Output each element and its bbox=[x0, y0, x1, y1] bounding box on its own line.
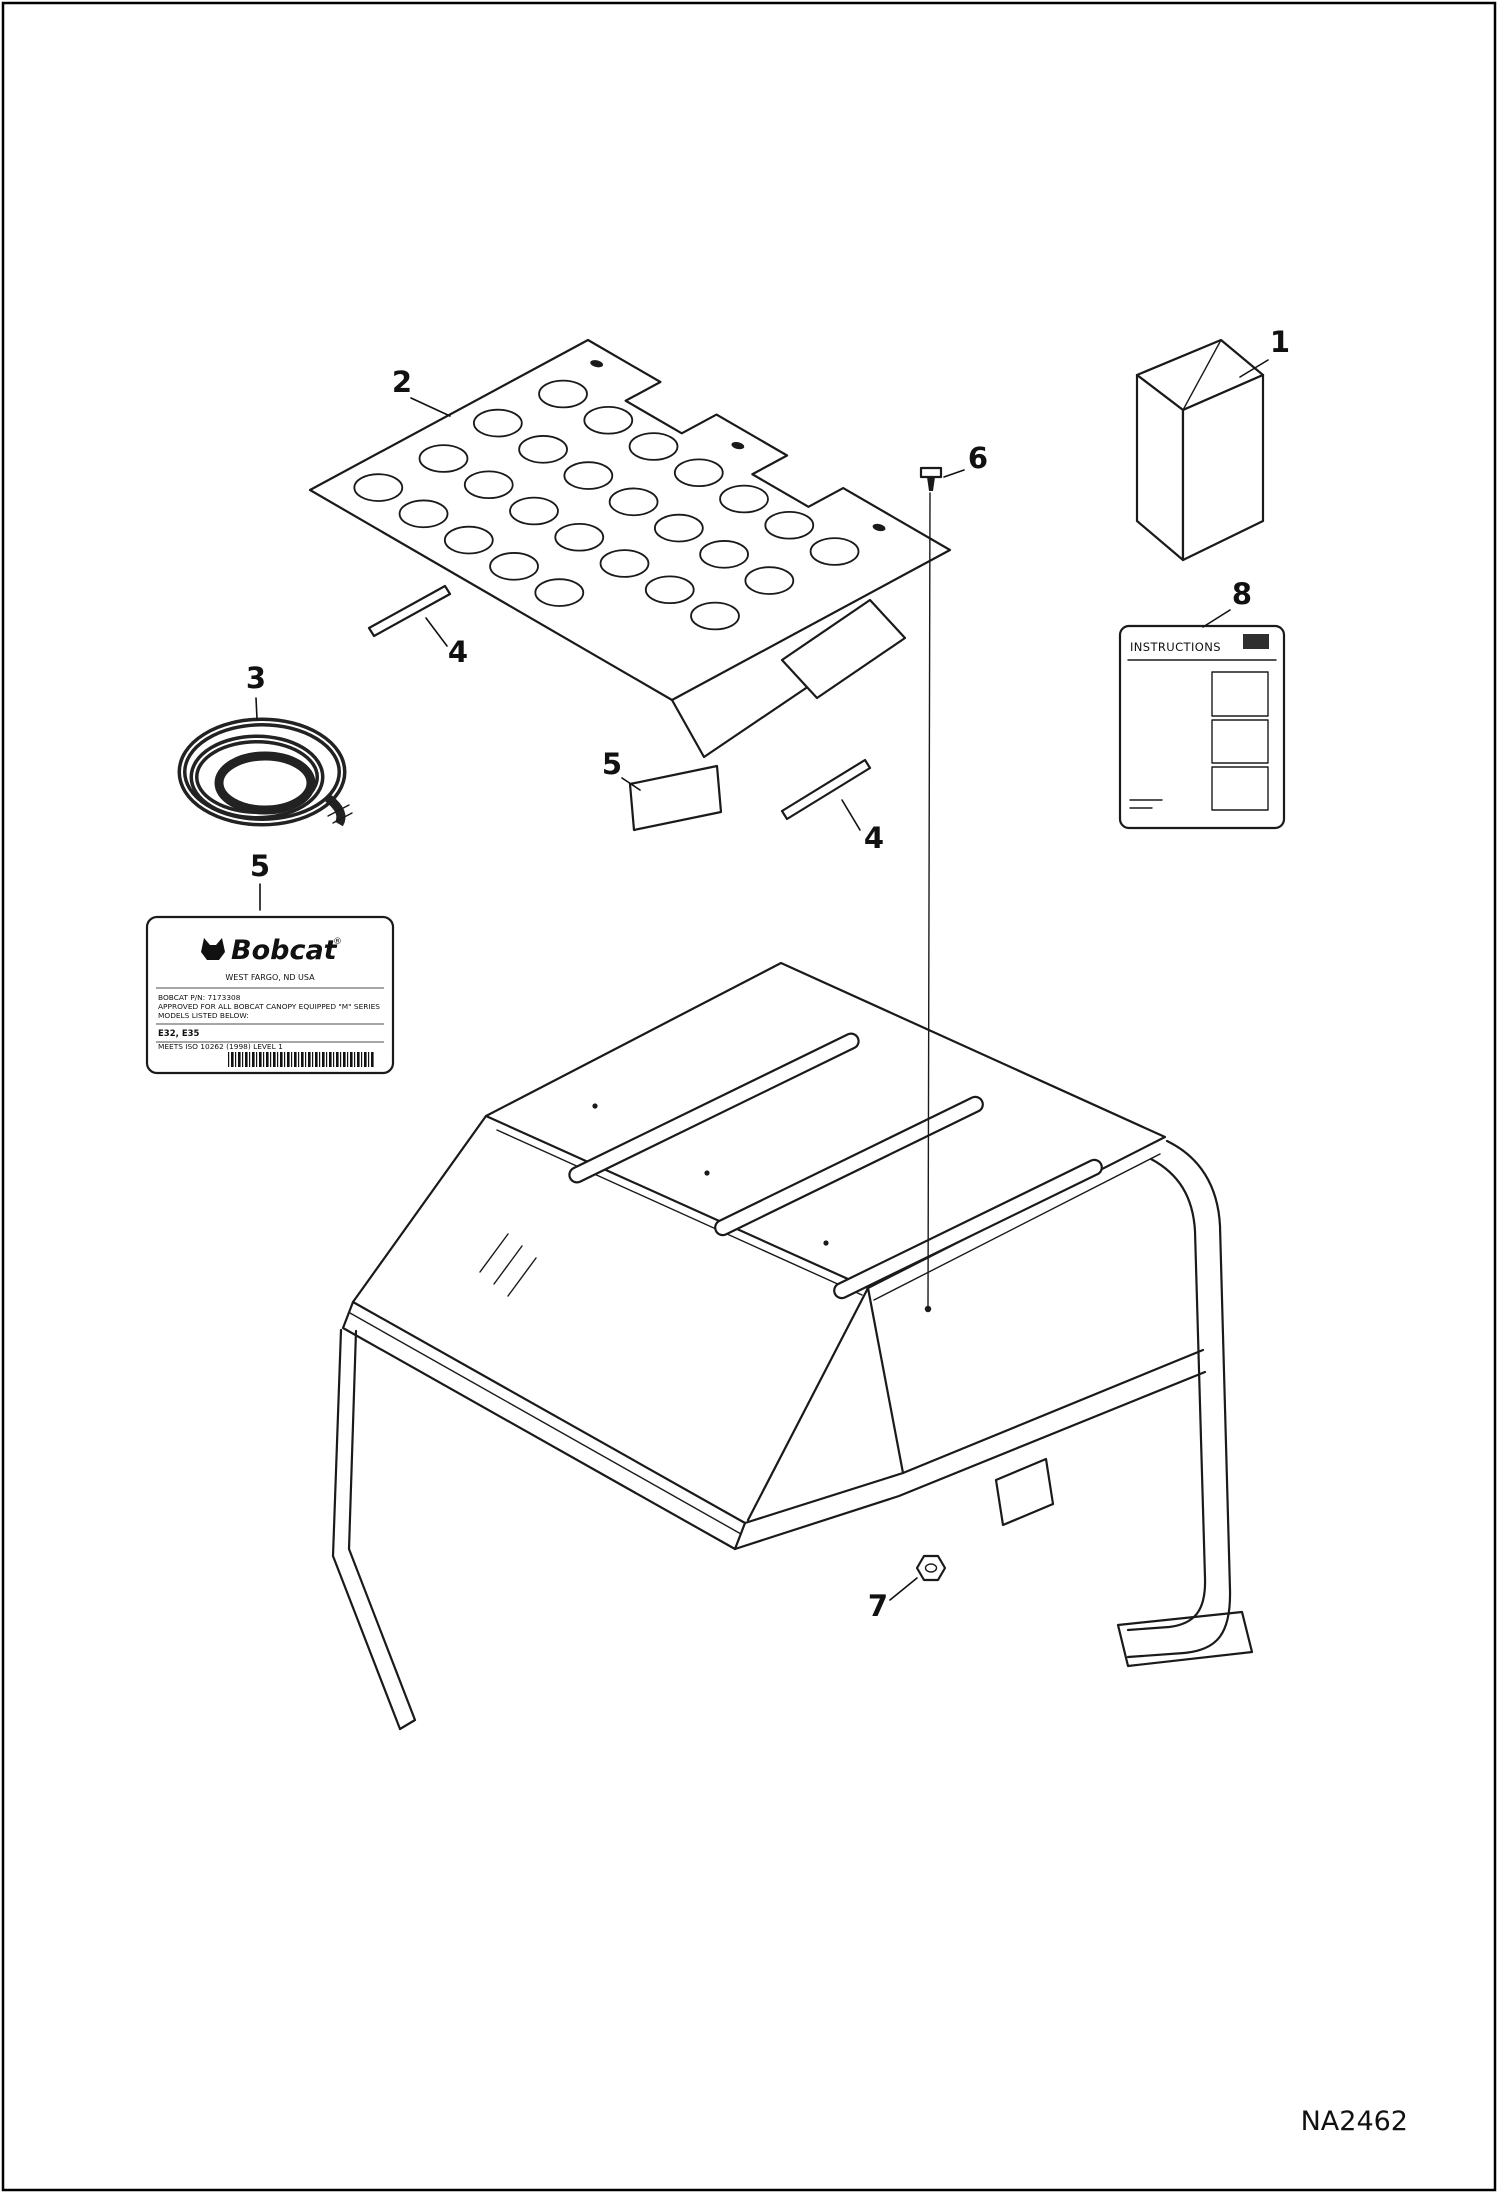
callout-4b: 4 bbox=[864, 821, 884, 855]
label-models: E32, E35 bbox=[158, 1029, 200, 1039]
callout-5b: 5 bbox=[250, 849, 270, 883]
leader-line bbox=[943, 469, 965, 478]
label-part-number: BOBCAT P/N: 7173308 bbox=[158, 993, 241, 1002]
callout-6: 6 bbox=[968, 441, 988, 475]
callout-7: 7 bbox=[868, 1589, 888, 1623]
certification-label-part: Bobcat ® WEST FARGO, ND USA BOBCAT P/N: … bbox=[145, 915, 395, 1075]
rail-bracket bbox=[994, 1457, 1055, 1527]
label-approved-2: MODELS LISTED BELOW: bbox=[158, 1011, 249, 1020]
callout-5a: 5 bbox=[602, 747, 622, 781]
label-address: WEST FARGO, ND USA bbox=[225, 973, 315, 982]
label-barcode bbox=[228, 1052, 374, 1067]
label-iso-line: MEETS ISO 10262 (1998) LEVEL 1 bbox=[158, 1042, 283, 1051]
seal-strip-part bbox=[780, 758, 872, 821]
roof-rib bbox=[568, 1032, 860, 1184]
leader-line bbox=[621, 777, 641, 791]
blank-decal-part bbox=[628, 764, 723, 832]
front-left-post bbox=[331, 1328, 417, 1731]
carton-box-part bbox=[1135, 338, 1265, 562]
callouts: 1 2 3 4 4 5 5 6 7 8 bbox=[246, 325, 1290, 1623]
callout-1: 1 bbox=[1270, 325, 1290, 359]
panel-screw-hole bbox=[590, 360, 604, 368]
panel-screw-hole bbox=[872, 523, 886, 532]
leader-line bbox=[410, 397, 451, 417]
instruction-sheet-part: INSTRUCTIONS bbox=[1118, 624, 1286, 830]
seal-coil-part bbox=[177, 717, 353, 827]
canopy-assembly bbox=[331, 961, 1254, 1731]
leader-line bbox=[255, 697, 258, 720]
roof-rib bbox=[833, 1158, 1103, 1300]
bolt-part bbox=[919, 466, 943, 1313]
callout-2: 2 bbox=[392, 365, 412, 399]
label-brand: Bobcat bbox=[231, 935, 338, 966]
roof-rib bbox=[714, 1095, 984, 1237]
leader-line bbox=[841, 799, 861, 831]
seal-strip-part bbox=[367, 584, 452, 638]
leader-line bbox=[889, 1577, 918, 1601]
callout-8: 8 bbox=[1232, 577, 1252, 611]
perforated-panel-part bbox=[310, 340, 950, 757]
label-registered-mark: ® bbox=[333, 937, 342, 947]
label-approved-1: APPROVED FOR ALL BOBCAT CANOPY EQUIPPED … bbox=[158, 1002, 380, 1011]
panel-flange bbox=[670, 598, 907, 759]
drawing-number: NA2462 bbox=[1301, 2106, 1408, 2137]
roof-mount-hole bbox=[704, 1170, 710, 1176]
bolt-centerline bbox=[927, 492, 931, 1307]
leader-line bbox=[1239, 359, 1269, 378]
windshield-right-edge bbox=[746, 1286, 870, 1522]
windshield-left-edge bbox=[351, 1114, 488, 1304]
leader-line bbox=[425, 617, 448, 647]
instruction-sheet-corner-box bbox=[1243, 634, 1269, 649]
roof-mount-hole bbox=[823, 1240, 829, 1246]
roof-mount-hole bbox=[592, 1103, 598, 1109]
canopy-roof bbox=[484, 961, 1167, 1290]
instruction-sheet-title: INSTRUCTIONS bbox=[1130, 640, 1221, 654]
front-crossmember bbox=[341, 1300, 747, 1551]
bobcat-head-icon bbox=[201, 938, 225, 960]
frame-foot-plate bbox=[1116, 1610, 1254, 1668]
callout-3: 3 bbox=[246, 661, 266, 695]
nut-part bbox=[915, 1554, 947, 1582]
callout-4a: 4 bbox=[448, 635, 468, 669]
leader-line bbox=[1202, 609, 1231, 628]
windshield-glass-marks bbox=[479, 1233, 537, 1297]
panel-screw-hole bbox=[731, 441, 745, 450]
right-frame bbox=[1116, 1139, 1254, 1668]
rear-rail bbox=[733, 1286, 1207, 1551]
